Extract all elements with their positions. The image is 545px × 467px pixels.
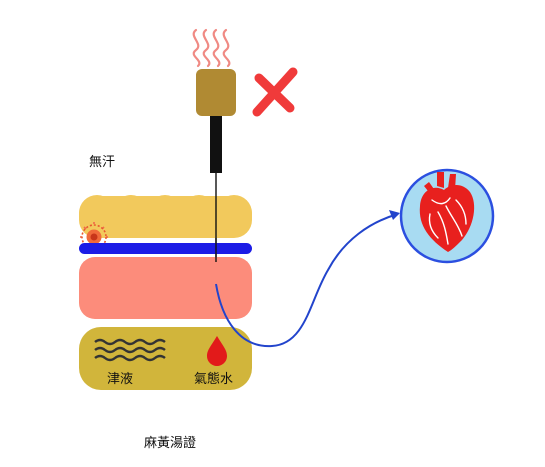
moxa-stick: [210, 116, 222, 173]
muscle-layer: [79, 257, 252, 319]
water-drop-icon: [207, 336, 227, 366]
body-fluid-label: 津液: [107, 372, 134, 387]
flow-arrow: [215, 213, 399, 348]
wave-icon: [94, 338, 166, 362]
fluid-layer: [79, 327, 252, 390]
flow-arrowhead: [389, 210, 400, 220]
membrane-layer: [79, 243, 252, 254]
red-x-icon: [252, 67, 298, 117]
heart-icon: [419, 172, 475, 252]
moxa-block: [196, 69, 236, 116]
fat-layer: [79, 195, 252, 238]
qi-water-label: 氣態水: [194, 372, 234, 387]
steam-icon: [192, 28, 231, 68]
no-sweat-label: 無汗: [89, 155, 116, 170]
formula-label: 麻黃湯證: [144, 436, 197, 451]
